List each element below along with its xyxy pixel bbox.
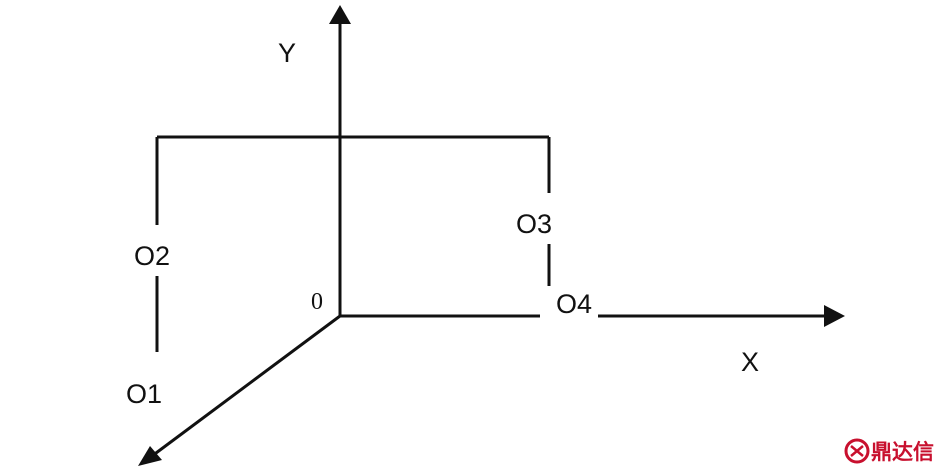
x-axis-label: X <box>741 347 759 377</box>
point-o1-label: O1 <box>126 379 162 409</box>
y-axis-label: Y <box>278 38 296 68</box>
point-o4-label-backdrop <box>540 292 598 320</box>
z-axis-line <box>151 314 341 458</box>
z-axis-arrowhead <box>138 446 162 466</box>
origin-label: 0 <box>311 289 323 315</box>
point-o4-label: O4 <box>556 289 592 319</box>
point-o2-label: O2 <box>134 241 170 271</box>
y-axis-arrowhead <box>329 5 351 24</box>
watermark-logo-icon <box>844 438 870 464</box>
watermark-logo: 鼎达信 <box>844 438 934 464</box>
point-o3-label: O3 <box>516 209 552 239</box>
x-axis-arrowhead <box>824 305 845 327</box>
watermark-text: 鼎达信 <box>871 440 934 464</box>
